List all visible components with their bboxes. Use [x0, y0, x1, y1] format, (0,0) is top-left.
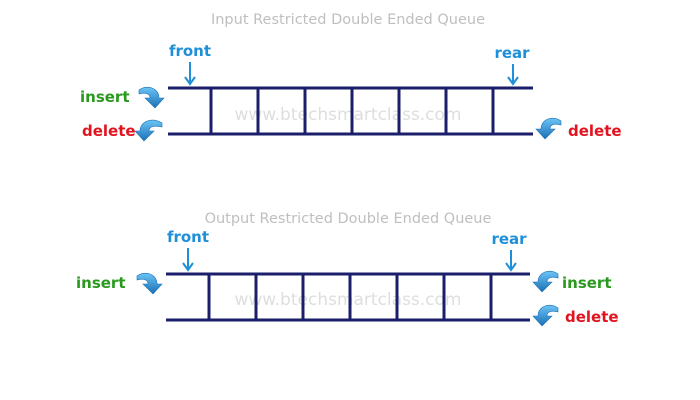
front-pointer-arrow [182, 248, 194, 272]
curved-arrow-into-icon [532, 270, 559, 293]
left-delete-label: delete [82, 122, 136, 140]
watermark-text: www.btechsmartclass.com [235, 290, 462, 310]
curved-arrow-into-icon [138, 86, 165, 109]
rear-label: rear [491, 230, 527, 248]
left-insert-label: insert [80, 88, 130, 106]
queue-cells [209, 88, 495, 134]
rear-pointer-arrow [505, 250, 517, 272]
right-insert-label: insert [562, 274, 612, 292]
input-restricted-deque: Input Restricted Double Ended Queue www.… [80, 12, 622, 142]
front-label: front [167, 228, 209, 246]
watermark-text: www.btechsmartclass.com [235, 105, 462, 125]
curved-arrow-out-icon [532, 304, 559, 327]
output-restricted-deque: Output Restricted Double Ended Queue www… [76, 211, 619, 327]
rear-label: rear [494, 44, 530, 62]
front-pointer-arrow [184, 62, 196, 86]
right-delete-label: delete [565, 308, 619, 326]
curved-arrow-out-icon [535, 117, 562, 140]
queue-cells [207, 274, 493, 320]
curved-arrow-into-icon [136, 272, 163, 295]
diagram-title: Output Restricted Double Ended Queue [205, 211, 492, 227]
front-label: front [169, 42, 211, 60]
diagram-title: Input Restricted Double Ended Queue [211, 12, 485, 28]
right-delete-label: delete [568, 122, 622, 140]
left-insert-label: insert [76, 274, 126, 292]
rear-pointer-arrow [507, 64, 519, 86]
curved-arrow-out-icon [134, 119, 163, 142]
